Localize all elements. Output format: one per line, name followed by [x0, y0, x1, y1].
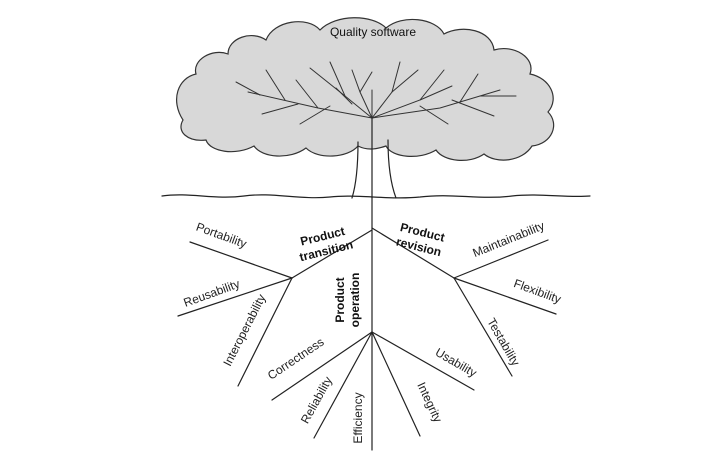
factor-interoperability: Interoperability — [220, 292, 268, 368]
category-product-revision: Product revision — [395, 220, 446, 259]
svg-text:Product: Product — [333, 277, 347, 322]
tree-canopy — [175, 17, 555, 161]
category-product-transition: Product transition — [298, 224, 354, 264]
svg-text:operation: operation — [348, 273, 362, 328]
factor-usability: Usability — [433, 345, 479, 380]
canopy-branches — [235, 61, 517, 125]
factor-flexibility: Flexibility — [512, 276, 563, 306]
factor-reliability: Reliability — [298, 374, 335, 426]
roots — [177, 196, 557, 451]
diagram-title: Quality software — [330, 25, 416, 39]
factor-maintainability: Maintainability — [471, 219, 547, 260]
ground-line — [161, 194, 591, 199]
factor-correctness: Correctness — [265, 335, 326, 383]
factor-efficiency: Efficiency — [351, 392, 365, 443]
tree-trunk — [351, 139, 397, 199]
factor-integrity: Integrity — [414, 380, 445, 425]
category-product-operation: Product operation — [333, 273, 362, 328]
